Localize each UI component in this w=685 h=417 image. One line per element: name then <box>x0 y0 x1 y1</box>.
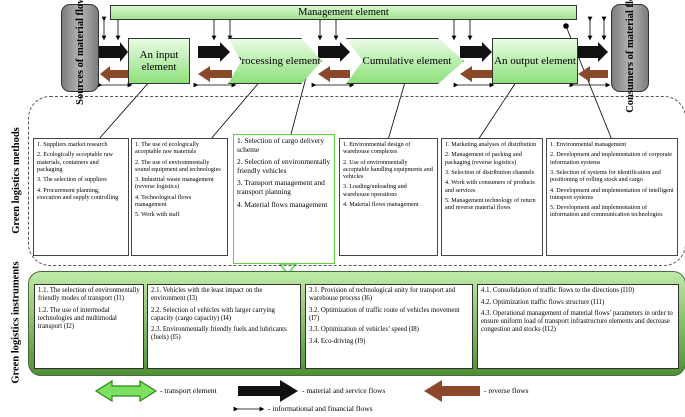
cumulative-element-label: Cumulative element <box>362 55 452 67</box>
method-item: 2. Development and implementation of cor… <box>550 151 672 166</box>
input-element: An input element <box>128 38 190 84</box>
method-item: 4. Material flows management <box>343 200 419 208</box>
instrument-item: 3.3. Optimization of vehicles’ speed (I8… <box>309 326 419 333</box>
method-box-transport: 1. Selection of cargo delivery scheme 2. … <box>233 134 335 264</box>
method-item: 3. Transport management and transport pl… <box>237 178 325 196</box>
method-item: 4. Work with consumers of products and s… <box>445 179 535 194</box>
instrument-item: 3.4. Eco-driving (I9) <box>309 337 366 345</box>
instrument-item: 1.2. The use of intermodal technologies … <box>38 306 117 330</box>
instrument-item: 4.2. Optimization traffic flows structur… <box>481 298 605 306</box>
method-item: 5. Development and implementation of inf… <box>550 204 663 219</box>
method-box-output: 1. Marketing analyses of distribution 2. … <box>441 138 543 256</box>
method-item: 4. Procurement planning, execution and s… <box>37 186 119 201</box>
method-item: 1. Environmental design of warehouse com… <box>343 141 411 156</box>
cumulative-element: Cumulative element <box>346 38 464 84</box>
method-item: 1. Environmental management <box>550 141 627 148</box>
method-item: 2. Use of environmentally acceptable han… <box>343 158 433 180</box>
method-item: 1. Marketing analyses of distribution <box>445 141 537 148</box>
method-item: 1. Suppliers market research <box>37 141 108 148</box>
instrument-item: 3.2. Optimization of traffic route of ve… <box>309 306 460 322</box>
method-item: 2. Ecologically acceptable raw materials… <box>37 151 113 173</box>
method-item: 2. The use of environmentally sound equi… <box>135 158 221 173</box>
consumers-of-material-flows: Consumers of material flows <box>611 0 649 112</box>
method-box-processing: 1. The use of ecologically acceptable ra… <box>131 138 228 256</box>
sources-of-material-flows: Sources of material flows <box>61 0 99 104</box>
method-item: 3. Industrial waste management (reverse … <box>135 176 214 191</box>
method-item: 3. Selection of distribution channels <box>445 168 535 176</box>
method-item: 1. Selection of cargo delivery scheme <box>237 136 325 154</box>
legend-info: - informational and financial flows <box>268 404 373 413</box>
processing-element: Processing element <box>228 38 322 84</box>
method-item: 3. Selection of systems for identificati… <box>550 168 661 184</box>
instruments-label: Green logistics instruments <box>10 260 22 384</box>
legend-reverse: - reverse flows <box>484 386 529 395</box>
instrument-box-4: 4.1. Consolidation of traffic flows to t… <box>477 284 679 369</box>
processing-element-label: Processing element <box>235 55 321 67</box>
methods-label: Green logistics methods <box>10 126 22 234</box>
instrument-item: 1.1. The selection of environmentally fr… <box>38 287 140 302</box>
legend-material: - material and service flows <box>302 386 386 395</box>
instrument-item: 4.3. Operational management of material … <box>481 310 673 333</box>
instrument-box-3: 3.1. Provision of technological unity fo… <box>305 284 473 369</box>
method-item: 4. Material flows management <box>237 199 328 209</box>
instrument-item: 2.2. Selection of vehicles with larger c… <box>151 306 276 322</box>
instrument-box-1: 1.1. The selection of environmentally fr… <box>34 284 144 369</box>
output-element: An output element <box>492 38 578 84</box>
instrument-item: 4.1. Consolidation of traffic flows to t… <box>481 287 635 294</box>
method-item: 1. The use of ecologically acceptable ra… <box>135 141 199 156</box>
method-item: 3. The selection of suppliers <box>37 176 107 184</box>
legend-transport: - transport element <box>160 386 217 395</box>
instrument-item: 2.1. Vehicles with the least impact on t… <box>151 287 263 302</box>
method-box-input: 1. Suppliers market research 2. Ecologica… <box>33 138 129 256</box>
method-item: 4. Technological flows management <box>135 193 192 208</box>
management-element: Management element <box>110 5 577 20</box>
instrument-box-2: 2.1. Vehicles with the least impact on t… <box>147 284 301 369</box>
method-item: 5. Work with staff <box>135 211 180 219</box>
instrument-item: 2.3. Environmentally friendly fuels and … <box>151 326 287 341</box>
method-box-consumers: 1. Environmental management 2. Developmen… <box>546 138 678 256</box>
method-item: 4. Development and implementation of int… <box>550 186 674 201</box>
method-box-cumulative: 1. Environmental design of warehouse com… <box>339 138 438 256</box>
method-item: 3. Loading/unloading and warehouse opera… <box>343 183 407 198</box>
method-item: 5. Management technology of return and r… <box>445 196 536 212</box>
method-item: 2. Selection of environmentally friendly… <box>237 157 331 175</box>
method-item: 2. Management of packing and packaging (… <box>445 151 522 166</box>
instrument-item: 3.1. Provision of technological unity fo… <box>309 287 456 302</box>
methods-container <box>28 96 685 266</box>
